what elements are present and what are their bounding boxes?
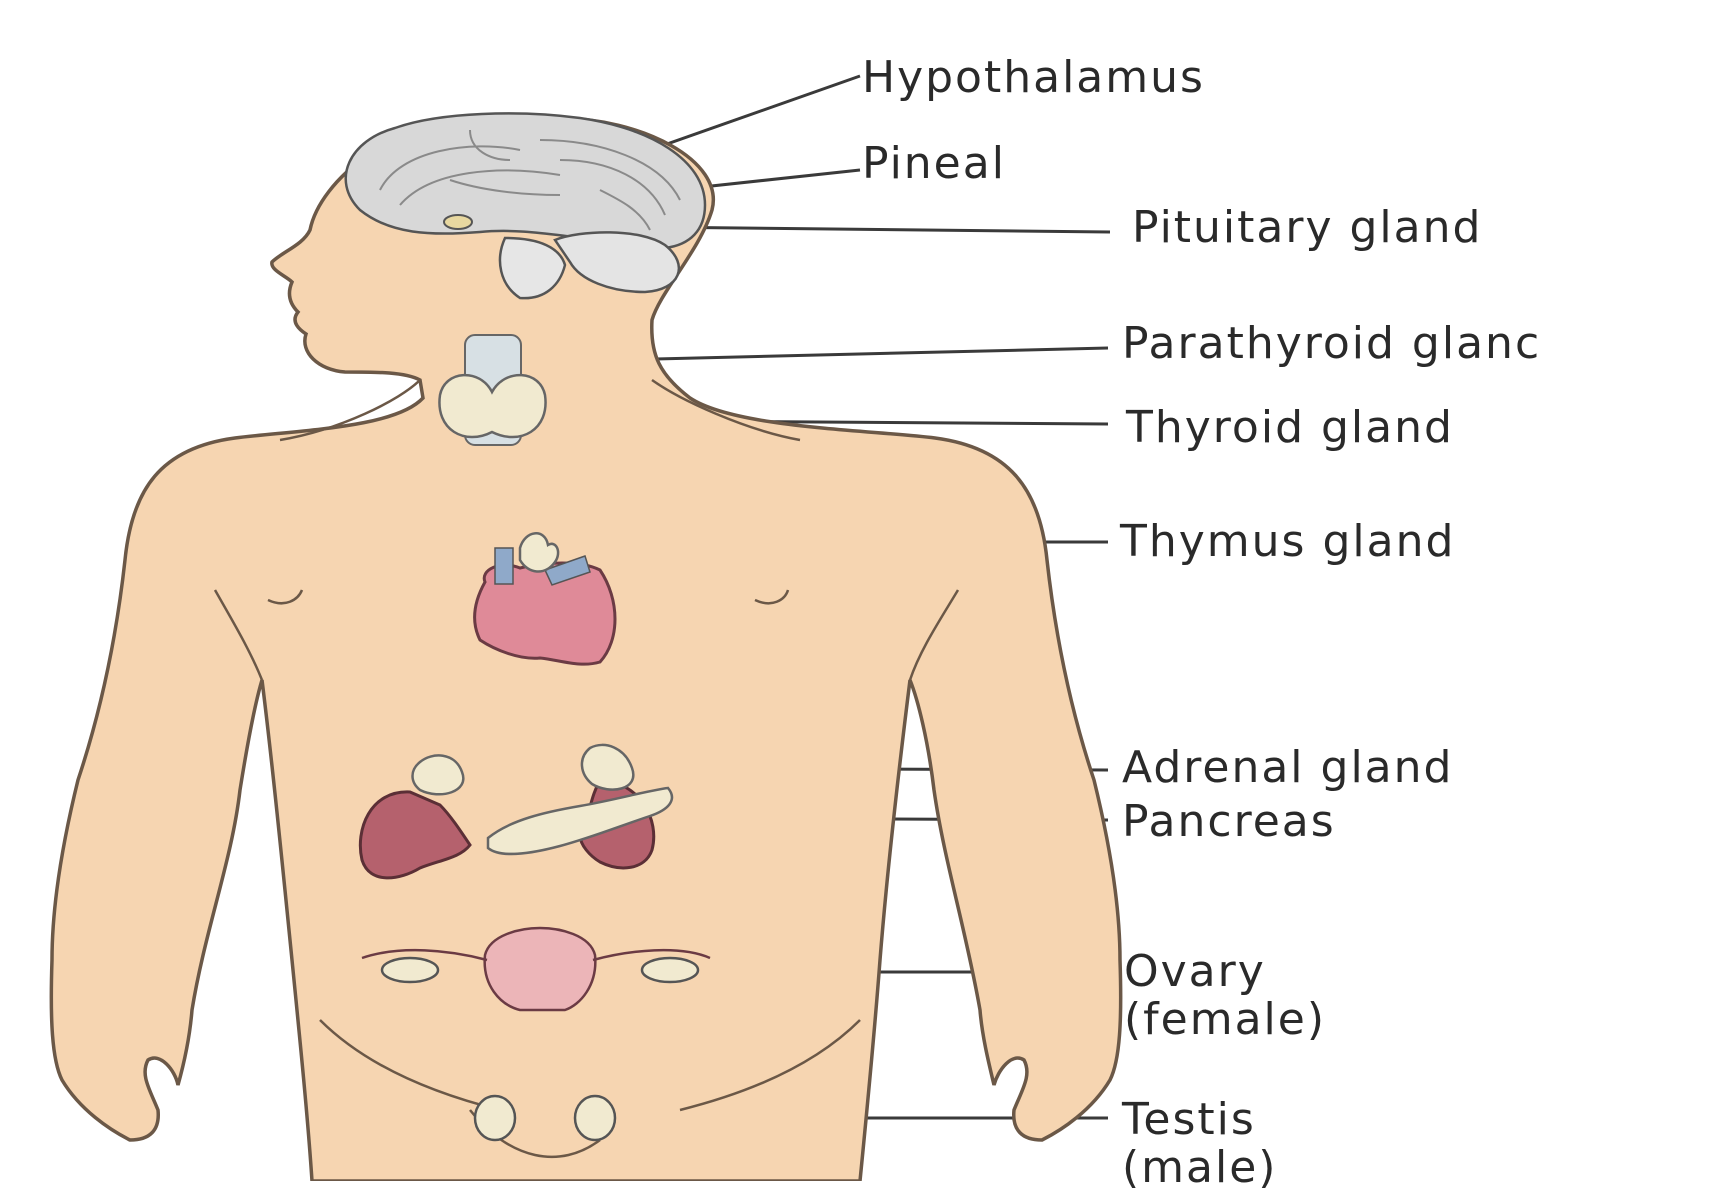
label-testis-line-2: (male) [1122,1146,1277,1190]
label-pancreas: Pancreas [1122,800,1336,844]
label-testis: Testis (male) [1122,1098,1277,1190]
label-testis-line-1: Testis [1122,1098,1277,1142]
label-pineal: Pineal [862,142,1006,186]
label-ovary-line-1: Ovary [1124,950,1326,994]
label-hypothalamus: Hypothalamus [862,56,1205,100]
label-parathyroid-gland: Parathyroid glanc [1122,322,1541,366]
label-adrenal-gland: Adrenal gland [1122,746,1453,790]
label-ovary-line-2: (female) [1124,998,1326,1042]
label-pituitary-gland: Pituitary gland [1132,206,1482,250]
label-thymus-gland: Thymus gland [1120,520,1455,564]
label-thyroid-gland: Thyroid gland [1126,406,1454,450]
label-ovary: Ovary (female) [1124,950,1326,1042]
